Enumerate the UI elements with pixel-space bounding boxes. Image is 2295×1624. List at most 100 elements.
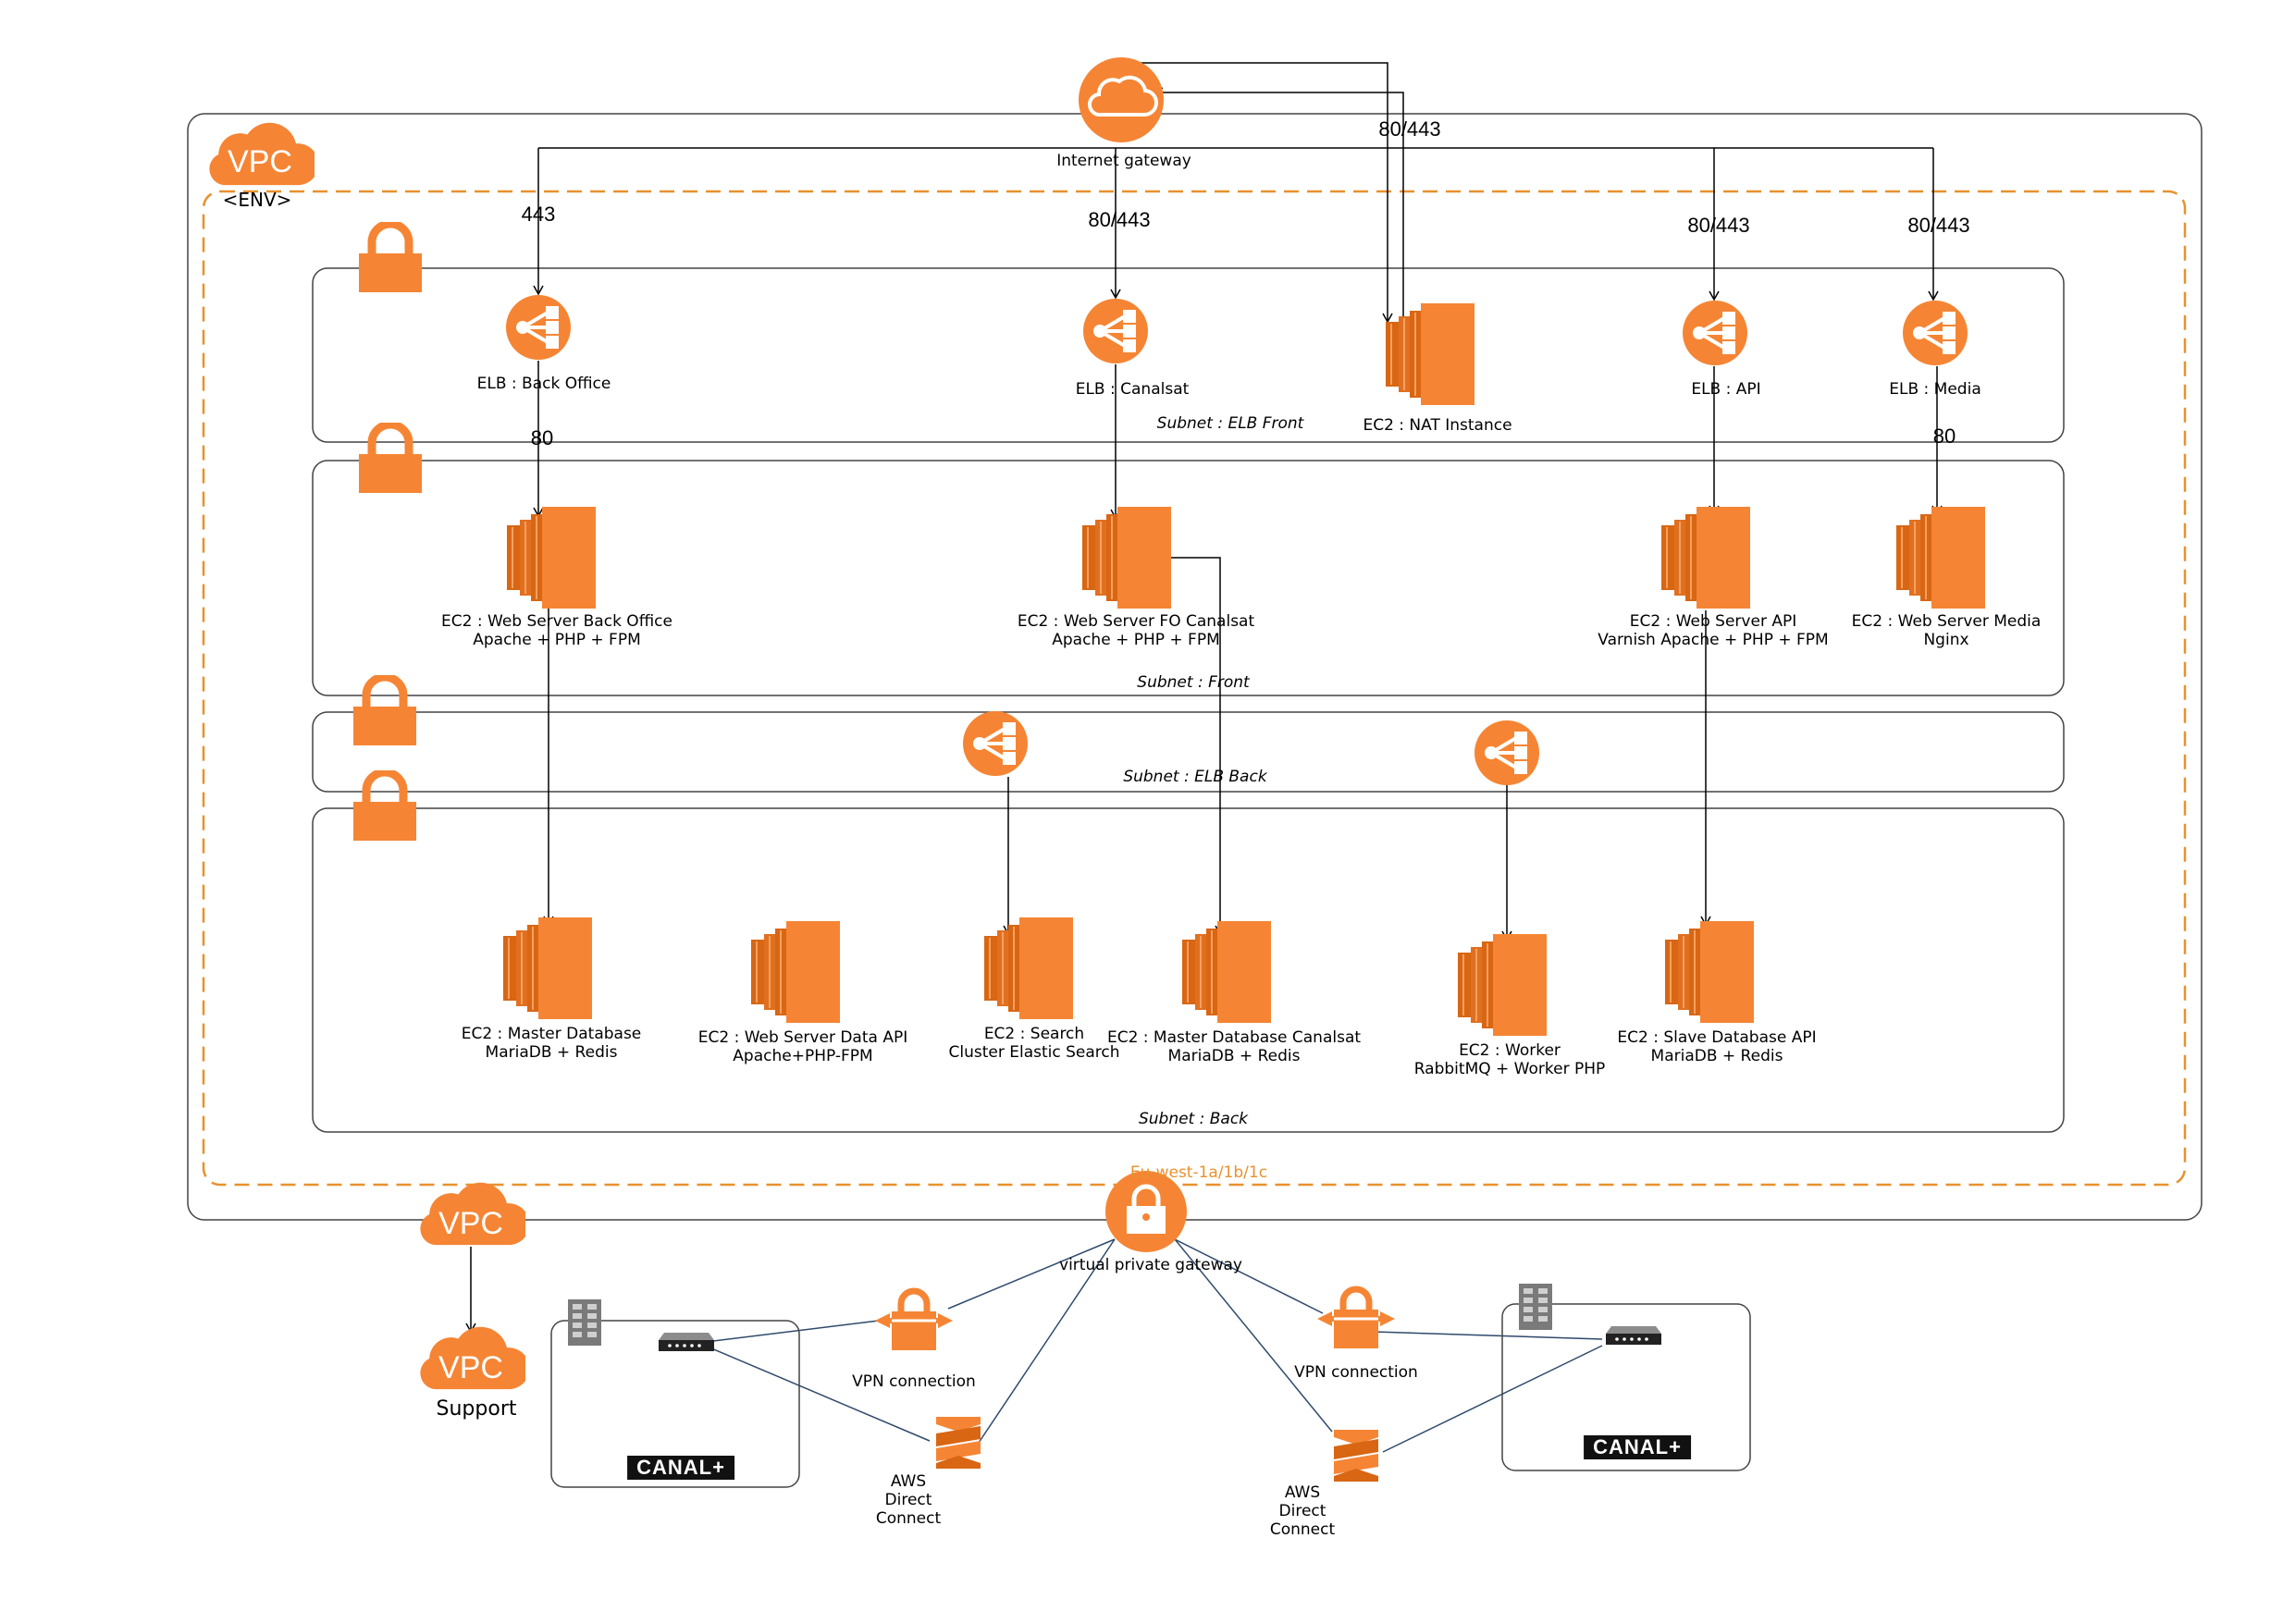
ec2-back-dataapi-icon (751, 921, 840, 1023)
back-canalsatdb-line2: MariaDB + Redis (1167, 1047, 1301, 1065)
subnet-back-label: Subnet : Back (1138, 1110, 1249, 1128)
subnet-elb-back-label: Subnet : ELB Back (1123, 768, 1267, 786)
port-backoffice-in: 443 (521, 203, 556, 226)
back-worker-line1: EC2 : Worker (1459, 1041, 1561, 1060)
back-search-line2: Cluster Elastic Search (948, 1043, 1120, 1062)
port-backoffice-out: 80 (530, 426, 554, 449)
elb-backoffice-label: ELB : Back Office (476, 375, 611, 393)
ec2-back-search-icon (984, 917, 1073, 1019)
vpn-connection-icon (875, 1291, 953, 1350)
right-dc-line2: Direct (1278, 1502, 1326, 1520)
port-media-in: 80/443 (1907, 214, 1970, 237)
vpc-badge-text: VPC (438, 1206, 503, 1241)
subnet-lock-icon (353, 677, 416, 745)
left-site-box (550, 1320, 800, 1488)
elb-backoffice-icon (505, 294, 572, 361)
subnet-lock-icon (353, 772, 416, 841)
left-dc-line1: AWS (890, 1472, 927, 1491)
back-canalsatdb-line1: EC2 : Master Database Canalsat (1106, 1028, 1362, 1047)
region-boundary (202, 190, 2187, 1187)
right-dc-label: AWS Direct Connect (1270, 1483, 1335, 1539)
subnet-back (312, 807, 2065, 1133)
subnet-elb-front-label: Subnet : ELB Front (1156, 414, 1304, 433)
elb-media-icon (1902, 300, 1968, 366)
back-dataapi-label: EC2 : Web Server Data API Apache+PHP-FPM (698, 1028, 907, 1065)
ec2-nat-icon (1386, 303, 1474, 405)
left-vpn-label: VPN connection (852, 1372, 976, 1391)
subnet-elb-front (312, 267, 2065, 443)
region-label: Eu-west-1a/1b/1c (1129, 1163, 1268, 1182)
right-dc-line3: Connect (1269, 1520, 1336, 1539)
ec2-back-canalsatdb-icon (1182, 921, 1271, 1023)
ec2-back-slavedb-icon (1665, 921, 1754, 1023)
elb-media-label: ELB : Media (1889, 380, 1981, 399)
front-api-line1: EC2 : Web Server API (1629, 612, 1797, 631)
vpn-connection-icon (1317, 1289, 1395, 1348)
back-search-label: EC2 : Search Cluster Elastic Search (948, 1025, 1119, 1062)
front-media-line2: Nginx (1923, 631, 1969, 649)
back-worker-label: EC2 : Worker RabbitMQ + Worker PHP (1414, 1041, 1606, 1078)
back-dataapi-line1: EC2 : Web Server Data API (697, 1028, 908, 1047)
right-site-box (1501, 1303, 1751, 1471)
elb-back-worker-icon (1474, 720, 1540, 786)
port-igw-nat: 80/443 (1378, 117, 1441, 141)
left-dc-line2: Direct (884, 1491, 932, 1509)
support-label: Support (436, 1397, 517, 1421)
back-masterdb-line1: EC2 : Master Database (461, 1025, 642, 1043)
ec2-back-worker-icon (1458, 934, 1547, 1036)
front-canalsat-line2: Apache + PHP + FPM (1052, 631, 1220, 649)
elb-canalsat-icon (1082, 298, 1149, 364)
subnet-lock-icon (359, 224, 422, 292)
front-backoffice-line1: EC2 : Web Server Back Office (441, 612, 672, 631)
private-links (697, 1238, 1603, 1453)
building-icon (1519, 1284, 1552, 1330)
internet-gateway (1079, 57, 1164, 142)
internet-gateway-label: Internet gateway (1056, 152, 1191, 170)
connections (465, 62, 1943, 1334)
ec2-front-canalsat-icon (1082, 507, 1171, 609)
ec2-front-backoffice-icon (507, 507, 596, 609)
port-media-out: 80 (1932, 424, 1956, 448)
right-dc-line1: AWS (1284, 1483, 1321, 1502)
front-backoffice-label: EC2 : Web Server Back Office Apache + PH… (441, 612, 672, 649)
left-dc-label: AWS Direct Connect (876, 1472, 941, 1528)
back-slavedb-line2: MariaDB + Redis (1650, 1047, 1783, 1065)
subnet-elb-back (312, 711, 2065, 793)
router-icon (1606, 1326, 1661, 1345)
direct-connect-icon (1334, 1430, 1378, 1482)
elb-back-search-icon (962, 710, 1029, 777)
right-vpn-label: VPN connection (1294, 1363, 1418, 1382)
front-api-label: EC2 : Web Server API Varnish Apache + PH… (1598, 612, 1828, 649)
back-masterdb-line2: MariaDB + Redis (485, 1043, 618, 1062)
front-canalsat-label: EC2 : Web Server FO Canalsat Apache + PH… (1018, 612, 1254, 649)
subnet-front-label: Subnet : Front (1137, 673, 1250, 692)
env-label: <ENV> (222, 189, 292, 211)
lock-icon (1127, 1184, 1166, 1234)
cloud-icon (1087, 75, 1158, 117)
front-backoffice-line2: Apache + PHP + FPM (473, 631, 641, 649)
ec2-front-api-icon (1661, 507, 1750, 609)
back-dataapi-line2: Apache+PHP-FPM (733, 1047, 873, 1065)
canal-plus-logo: CANAL+ (1584, 1435, 1691, 1459)
front-media-line1: EC2 : Web Server Media (1851, 612, 2042, 631)
ec2-back-masterdb-icon (503, 917, 592, 1019)
ec2-front-media-icon (1896, 507, 1985, 609)
front-api-line2: Varnish Apache + PHP + FPM (1598, 631, 1829, 649)
left-dc-line3: Connect (875, 1509, 942, 1528)
subnet-lock-icon (359, 424, 422, 493)
back-canalsatdb-label: EC2 : Master Database Canalsat MariaDB +… (1107, 1028, 1361, 1065)
subnet-front (312, 460, 2065, 696)
router-icon (659, 1333, 714, 1351)
elb-api-label: ELB : API (1691, 380, 1761, 399)
canal-plus-logo: CANAL+ (627, 1456, 734, 1480)
back-slavedb-label: EC2 : Slave Database API MariaDB + Redis (1617, 1028, 1816, 1065)
back-worker-line2: RabbitMQ + Worker PHP (1413, 1060, 1606, 1078)
elb-canalsat-label: ELB : Canalsat (1075, 380, 1190, 399)
front-media-label: EC2 : Web Server Media Nginx (1852, 612, 2042, 649)
vpc-badge-text: VPC (228, 144, 292, 179)
vpc-badge-text: VPC (438, 1350, 503, 1385)
port-api-in: 80/443 (1687, 214, 1750, 237)
building-icon (568, 1299, 601, 1346)
elb-api-icon (1682, 300, 1748, 366)
